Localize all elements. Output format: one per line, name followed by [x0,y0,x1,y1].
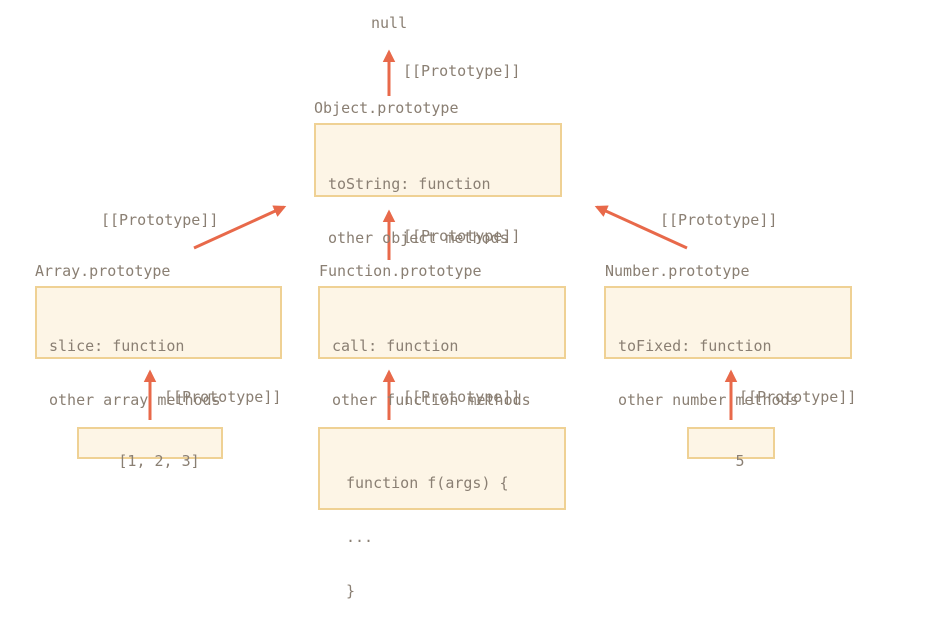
array-instance-box: [1, 2, 3] [77,427,223,470]
array-prototype-method: slice: function [49,337,185,355]
array-prototype-title: Array.prototype [35,262,171,280]
number-prototype-box: toFixed: function other number methods [604,286,852,409]
function-prototype-title: Function.prototype [319,262,482,280]
arrows-layer [143,49,738,420]
arrow-array-to-object [193,205,287,250]
null-label: null [371,14,408,32]
array-instance-value: [1, 2, 3] [118,452,200,470]
function-prototype-box: call: function other function methods [318,286,566,409]
function-prototype-method: call: function [332,337,459,355]
function-instance-box: function f(args) { ... } [318,427,566,600]
object-prototype-method: toString: function [328,175,491,193]
function-instance-line: } [346,582,356,600]
prototype-link-label-object: [[Prototype]] [403,62,521,80]
function-instance-line: ... [346,528,374,546]
number-instance-value: 5 [735,452,745,470]
object-prototype-title: Object.prototype [314,99,459,117]
function-instance-line: function f(args) { [346,474,509,492]
prototype-link-label-number-instance: [[Prototype]] [739,388,857,406]
number-prototype-method: toFixed: function [618,337,772,355]
number-instance-box: 5 [687,427,775,470]
object-prototype-box: toString: function other object methods [314,123,562,247]
array-prototype-box: slice: function other array methods [35,286,282,409]
number-prototype-method: other number methods [618,391,799,409]
prototype-link-label-function-instance: [[Prototype]] [403,388,521,406]
function-prototype-method: other function methods [332,391,531,409]
object-prototype-method: other object methods [328,229,509,247]
prototype-link-label-array-instance: [[Prototype]] [164,388,282,406]
number-prototype-title: Number.prototype [605,262,750,280]
arrow-number-to-object [594,205,688,250]
prototype-link-label-function: [[Prototype]] [403,227,521,245]
prototype-link-label-number: [[Prototype]] [660,211,778,229]
prototype-link-label-array: [[Prototype]] [101,211,219,229]
array-prototype-method: other array methods [49,391,221,409]
